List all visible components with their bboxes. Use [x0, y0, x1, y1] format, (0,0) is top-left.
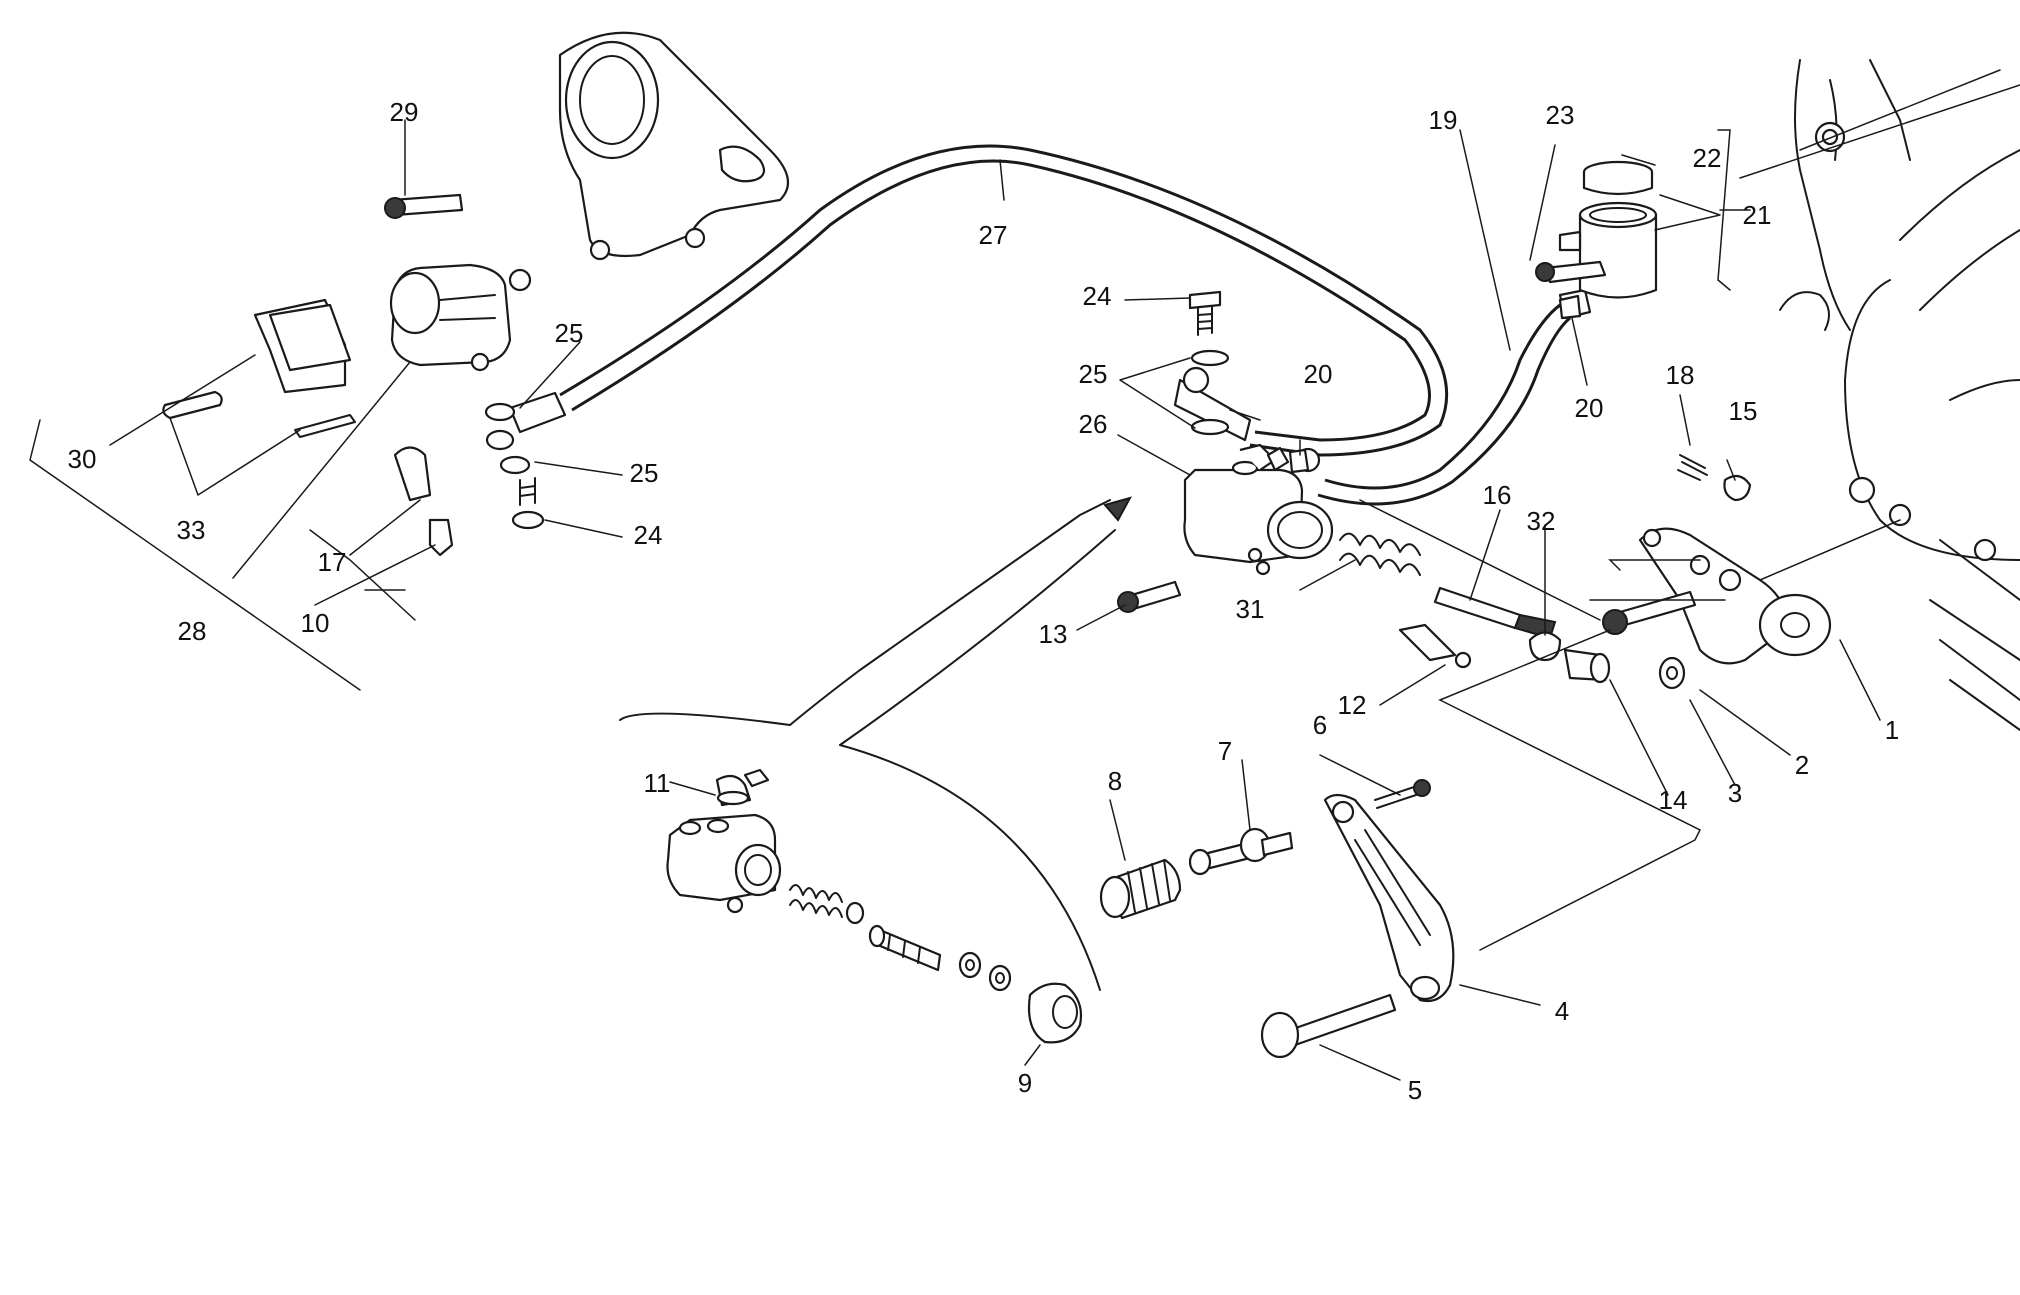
- label-2: 2: [1795, 750, 1809, 780]
- clip-17: [393, 446, 432, 502]
- label-28: 28: [178, 616, 207, 646]
- push-rod: [1433, 586, 1557, 640]
- label-8: 8: [1108, 766, 1122, 796]
- label-13: 13: [1039, 619, 1068, 649]
- label-11: 11: [644, 768, 671, 798]
- label-25-upper: 25: [555, 318, 584, 348]
- fitting-20-left: [1288, 448, 1310, 474]
- pad-spring: [294, 414, 356, 438]
- label-14: 14: [1659, 785, 1688, 815]
- inset-boot-9: [1027, 982, 1083, 1044]
- label-9: 9: [1018, 1068, 1032, 1098]
- inset-cylinder-body: [666, 813, 782, 914]
- label-6: 6: [1313, 710, 1327, 740]
- clevis-14: [1563, 648, 1611, 684]
- label-19: 19: [1429, 105, 1458, 135]
- nut-15: [1723, 474, 1752, 502]
- banjo-bolt-center: [1188, 290, 1230, 436]
- fluid-reservoir: [1535, 160, 1658, 299]
- label-12: 12: [1338, 690, 1367, 720]
- inset-washers: [958, 951, 1012, 992]
- brake-hose-27: [508, 144, 1449, 457]
- label-18: 18: [1666, 360, 1695, 390]
- label-31: 31: [1236, 594, 1265, 624]
- inset-piston: [868, 924, 942, 972]
- caliper-bracket: [558, 31, 790, 261]
- fitting-20-right: [1558, 294, 1582, 320]
- label-17: 17: [318, 547, 347, 577]
- label-3: 3: [1728, 778, 1742, 808]
- label-33: 33: [177, 515, 206, 545]
- label-27: 27: [979, 220, 1008, 250]
- label-21: 21: [1743, 200, 1772, 230]
- lever-bracket-1: [1638, 527, 1832, 665]
- label-22: 22: [1693, 143, 1722, 173]
- bolt-13: [1117, 580, 1182, 613]
- label-32: 32: [1527, 506, 1556, 536]
- label-24-center: 24: [1083, 281, 1112, 311]
- label-25-lower: 25: [630, 458, 659, 488]
- pad-pin: [162, 390, 223, 420]
- brake-pedal: [1323, 793, 1455, 1003]
- part-labels: 1 2 3 4 5 6 7 8 9 10 11 12 13 14 15 16 1…: [68, 97, 1900, 1105]
- bolt-2: [1602, 590, 1697, 635]
- rubber-boot-8: [1099, 858, 1182, 920]
- pedal-pin-5: [1260, 993, 1397, 1059]
- label-1: 1: [1885, 715, 1899, 745]
- group-bracket-lines: [29, 129, 1901, 951]
- label-20-left: 20: [1304, 359, 1333, 389]
- label-26: 26: [1079, 409, 1108, 439]
- label-4: 4: [1555, 996, 1569, 1026]
- label-16: 16: [1483, 480, 1512, 510]
- leader-lines: [109, 119, 1881, 1081]
- brake-pads: [253, 298, 352, 394]
- engine-casing: [1739, 59, 2020, 731]
- pin-12: [1398, 623, 1472, 669]
- grub-screw-18: [1677, 454, 1708, 481]
- label-5: 5: [1408, 1075, 1422, 1105]
- label-15: 15: [1729, 396, 1758, 426]
- brake-caliper: [389, 263, 532, 372]
- reservoir-hose-19: [1295, 288, 1592, 506]
- label-24-left: 24: [634, 520, 663, 550]
- return-spring: [1339, 532, 1421, 576]
- detail-inset: [619, 496, 1133, 991]
- label-20-right: 20: [1575, 393, 1604, 423]
- washer-3: [1658, 656, 1686, 690]
- inset-spring: [789, 884, 865, 925]
- label-7: 7: [1218, 736, 1232, 766]
- bolt-29: [384, 193, 464, 219]
- bolt-6: [1374, 779, 1431, 809]
- bleed-valve: [428, 518, 454, 557]
- label-30: 30: [68, 444, 97, 474]
- pin-7: [1188, 827, 1294, 876]
- nut-32: [1528, 631, 1562, 662]
- label-23: 23: [1546, 100, 1575, 130]
- banjo-bolt-left: [484, 402, 545, 530]
- inset-fitting-11: [715, 768, 770, 807]
- label-10: 10: [301, 608, 330, 638]
- master-cylinder: [1183, 443, 1334, 576]
- label-25-center: 25: [1079, 359, 1108, 389]
- label-29: 29: [390, 97, 419, 127]
